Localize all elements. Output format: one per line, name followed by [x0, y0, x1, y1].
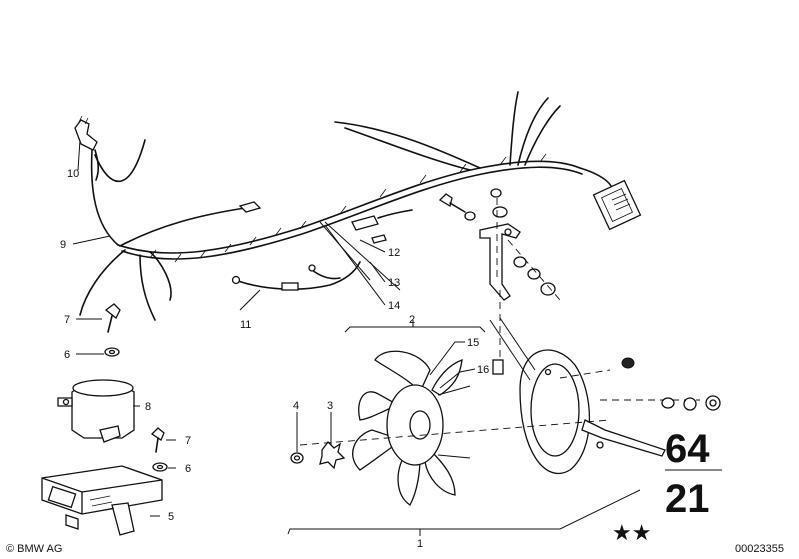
callout-14: 14: [388, 300, 400, 312]
callout-11: 11: [240, 319, 251, 331]
wiring-harness: [79, 91, 642, 321]
callout-3: 3: [327, 400, 333, 412]
screw-7-upper: [104, 303, 121, 357]
image-number: 00023355: [735, 543, 784, 555]
screw-7-lower: [150, 427, 168, 472]
wire-assembly-11: [231, 209, 413, 291]
sub-group-number: 21: [665, 477, 710, 521]
group-number: 64 21 ★★: [612, 427, 710, 545]
fan-shroud: [489, 317, 666, 475]
leader-lines: [72, 139, 722, 536]
callout-16: 16: [477, 364, 489, 376]
callout-7-upper: 7: [64, 314, 70, 326]
bracket: [479, 223, 521, 372]
callout-9: 9: [60, 239, 66, 251]
motor-hardware: [299, 357, 721, 446]
callout-10: 10: [67, 168, 79, 180]
control-unit-5: [41, 465, 163, 536]
callout-1: 1: [417, 538, 423, 550]
relay-8: [57, 379, 135, 443]
callout-12: 12: [388, 247, 400, 259]
copyright-text: © BMW AG: [6, 543, 62, 555]
callout-13: 13: [388, 277, 400, 289]
main-group-number: 64: [665, 427, 710, 471]
connector-10: [74, 115, 100, 181]
callout-2: 2: [409, 314, 415, 326]
star-markers: ★★: [612, 520, 651, 545]
callout-7-lower: 7: [185, 435, 191, 447]
callout-4: 4: [293, 400, 299, 412]
callout-labels: 10 9 7 6 8 7 6 5 11 12 13 14 2 15 16 4 3…: [60, 168, 489, 550]
callout-6-upper: 6: [64, 349, 70, 361]
callout-8: 8: [145, 401, 151, 413]
callout-5: 5: [168, 511, 174, 523]
fan-15: [352, 350, 471, 506]
callout-6-lower: 6: [185, 463, 191, 475]
hardware-upper: [438, 188, 561, 301]
nut-4: [290, 452, 304, 464]
clip-3: [319, 441, 346, 470]
callout-15: 15: [467, 337, 479, 349]
